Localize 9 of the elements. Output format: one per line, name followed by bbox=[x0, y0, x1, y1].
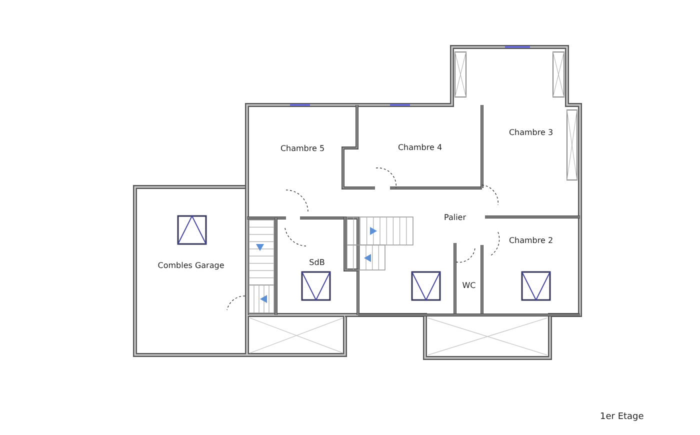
floor-caption: 1er Etage bbox=[600, 412, 644, 422]
room-label: Chambre 4 bbox=[398, 142, 442, 152]
room-label: SdB bbox=[309, 258, 325, 266]
room-label: Chambre 2 bbox=[508, 236, 554, 244]
room-label: Chambre 5 bbox=[280, 144, 325, 152]
room-label: Combles Garage bbox=[158, 260, 224, 270]
room-label: Chambre 3 bbox=[508, 128, 554, 137]
room-label: Palier bbox=[444, 213, 466, 222]
room-label: WC bbox=[462, 280, 476, 290]
